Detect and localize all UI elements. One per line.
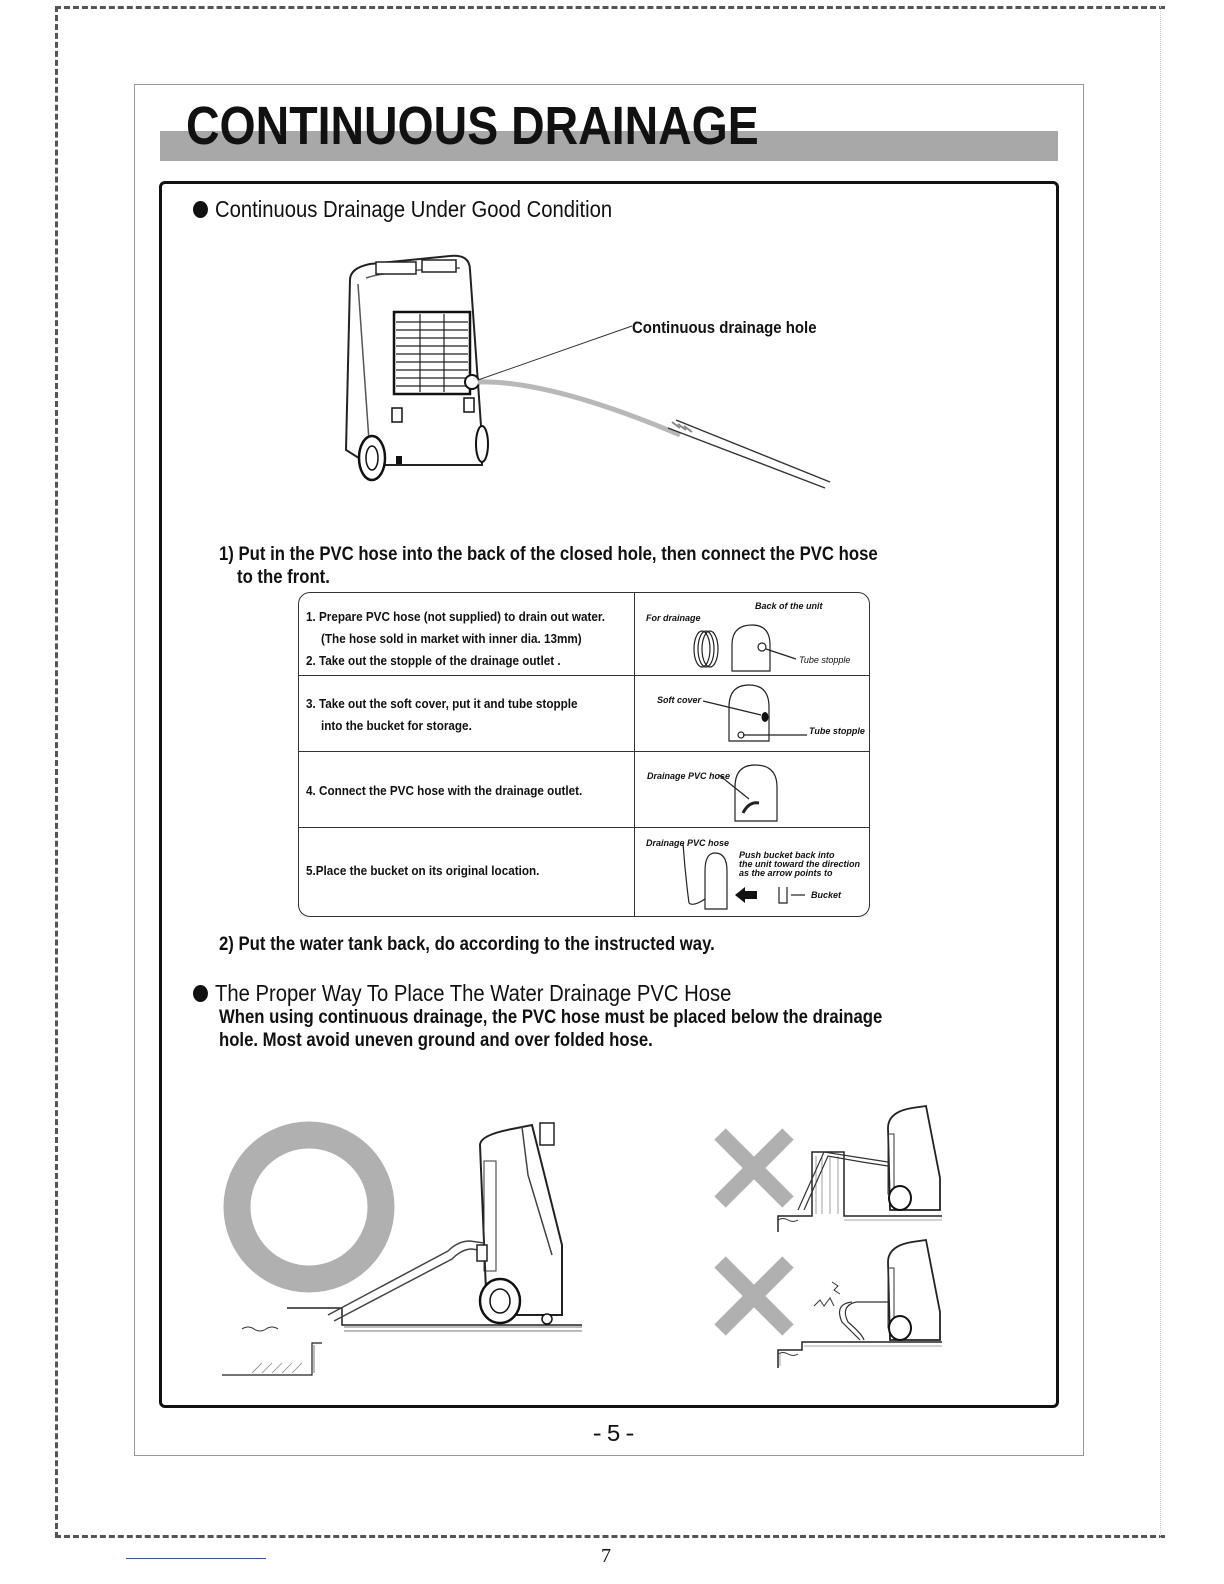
soft-cover-diagram — [702, 684, 807, 742]
instruction-table: 1. Prepare PVC hose (not supplied) to dr… — [298, 592, 870, 917]
page-number: -5- — [590, 1422, 640, 1449]
page-frame — [134, 84, 1084, 1456]
table-row: 4. Connect the PVC hose with the drainag… — [306, 780, 613, 802]
step2-text: 2) Put the water tank back, do according… — [219, 934, 715, 955]
table-row-divider — [299, 827, 869, 828]
bullet-icon — [193, 985, 208, 1002]
push-bucket-text: Push bucket back into — [739, 850, 835, 860]
table-row-divider — [299, 751, 869, 752]
hose-connect-diagram — [719, 764, 778, 822]
table-row: 1. Prepare PVC hose (not supplied) to dr… — [306, 606, 638, 672]
row1-text: 1. Prepare PVC hose (not supplied) to dr… — [306, 609, 606, 624]
push-bucket-note: Push bucket back into the unit toward th… — [739, 851, 860, 878]
hose-coil-icon — [693, 624, 797, 672]
drainage-pvc-hose-label: Drainage PVC hose — [646, 838, 730, 848]
push-bucket-text: the unit toward the direction — [739, 859, 860, 869]
section-heading-good-condition: Continuous Drainage Under Good Condition — [193, 196, 612, 223]
row3-text: 4. Connect the PVC hose with the drainag… — [306, 783, 583, 798]
table-row: 3. Take out the soft cover, put it and t… — [306, 693, 608, 737]
cut-line-right — [1160, 6, 1161, 1538]
row2-text: into the bucket for storage. — [321, 718, 472, 733]
drainage-hole-label: Continuous drainage hole — [632, 318, 817, 337]
section-heading-text: The Proper Way To Place The Water Draina… — [215, 980, 732, 1006]
tube-stopple-label: Tube stopple — [799, 655, 851, 665]
section-heading-text: Continuous Drainage Under Good Condition — [215, 196, 613, 222]
row1-text: (The hose sold in market with inner dia.… — [321, 631, 582, 646]
cut-line-bottom — [55, 1535, 1165, 1538]
bucket-label: Bucket — [811, 890, 842, 900]
table-row-divider — [299, 675, 869, 676]
back-of-unit-label: Back of the unit — [755, 601, 823, 611]
bucket-push-diagram — [682, 843, 805, 910]
row1-text: 2. Take out the stopple of the drainage … — [306, 653, 561, 668]
for-drainage-label: For drainage — [646, 613, 701, 623]
dehumidifier-back-diagram — [344, 254, 831, 489]
drainage-pvc-hose-label: Drainage PVC hose — [647, 771, 731, 781]
wrong-x-icon — [714, 1128, 794, 1208]
section2-line1: When using continuous drainage, the PVC … — [219, 1007, 883, 1028]
tube-stopple-label: Tube stopple — [809, 726, 865, 736]
footer-page-number: 7 — [601, 1545, 611, 1567]
cut-line-left — [55, 6, 58, 1538]
section2-line2: hole. Most avoid uneven ground and over … — [219, 1030, 653, 1051]
table-divider — [634, 593, 635, 916]
push-bucket-text: as the arrow points to — [739, 868, 833, 878]
incorrect-hose-over-obstacle-diagram — [714, 1104, 942, 1232]
footer-link-underline — [126, 1558, 266, 1559]
table-row: 5.Place the bucket on its original locat… — [306, 860, 565, 882]
wrong-x-icon — [714, 1256, 794, 1336]
step1-line2: to the front. — [237, 567, 330, 588]
incorrect-folded-hose-diagram — [714, 1238, 942, 1368]
page-title: CONTINUOUS DRAINAGE — [186, 96, 759, 156]
title-bar — [160, 131, 1058, 161]
bullet-icon — [193, 201, 208, 218]
step1-line1: 1) Put in the PVC hose into the back of … — [219, 544, 878, 565]
correct-circle-icon — [223, 1121, 395, 1293]
cut-line-top — [55, 6, 1165, 9]
row4-text: 5.Place the bucket on its original locat… — [306, 863, 540, 878]
content-frame — [159, 181, 1059, 1408]
soft-cover-label: Soft cover — [657, 695, 702, 705]
row2-text: 3. Take out the soft cover, put it and t… — [306, 696, 578, 711]
correct-hose-placement-diagram — [222, 1121, 582, 1376]
section-heading-proper-way: The Proper Way To Place The Water Draina… — [193, 980, 731, 1007]
